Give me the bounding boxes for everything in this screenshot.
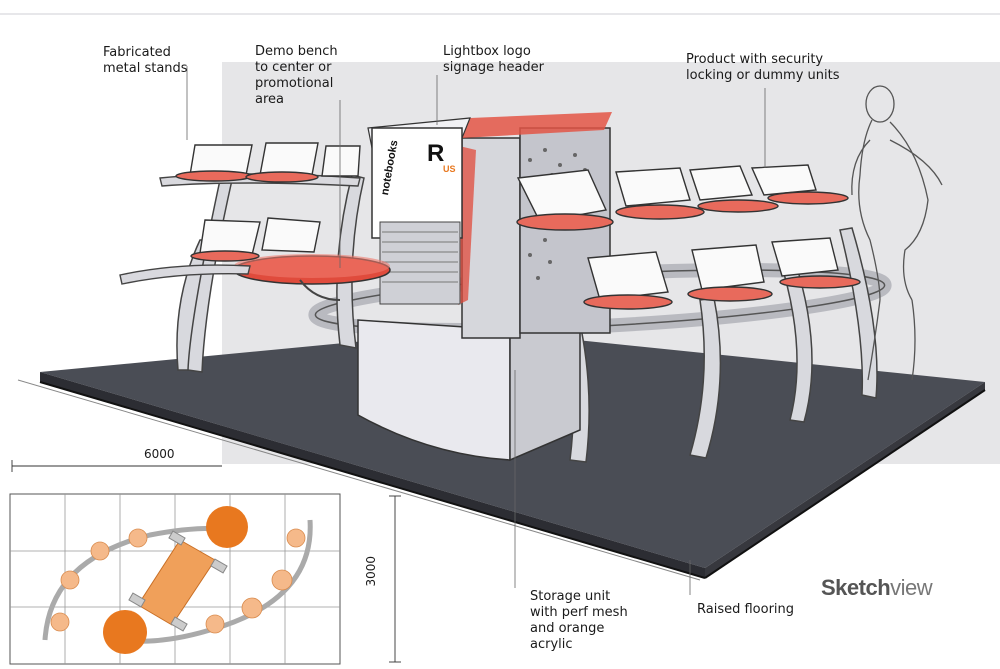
lightbox-logo: notebooks R US bbox=[377, 136, 459, 216]
laptop-unit bbox=[771, 237, 861, 289]
laptop-unit bbox=[516, 169, 614, 231]
laptop-unit bbox=[245, 142, 319, 183]
brand-light: view bbox=[890, 575, 933, 600]
storage-unit bbox=[357, 112, 612, 462]
label-lightbox: Lightbox logo signage header bbox=[443, 44, 545, 75]
lightbox-sign bbox=[371, 127, 463, 239]
laptop-unit bbox=[261, 217, 321, 253]
logo-mark: R bbox=[427, 140, 445, 167]
laptop-unit bbox=[689, 165, 779, 213]
logo-text: notebooks bbox=[379, 139, 401, 197]
label-metal-stands: Fabricated metal stands bbox=[103, 45, 188, 76]
plan-bench bbox=[128, 530, 228, 632]
brand-bold: Sketch bbox=[821, 575, 891, 600]
laptop-unit bbox=[750, 164, 849, 205]
floor-plan-inset bbox=[9, 493, 341, 665]
stand-legs bbox=[176, 174, 878, 463]
label-product-security: Product with security locking or dummy u… bbox=[686, 52, 840, 83]
laptop-displays bbox=[175, 142, 861, 310]
dimension-depth-label: 3000 bbox=[364, 556, 378, 587]
laptop-unit bbox=[190, 219, 261, 262]
demo-bench bbox=[233, 254, 391, 301]
label-raised-flooring: Raised flooring bbox=[697, 602, 795, 617]
laptop-unit bbox=[321, 145, 361, 177]
leader-lines bbox=[186, 66, 766, 595]
laptop-unit bbox=[175, 144, 253, 182]
label-demo-bench: Demo bench to center or promotional area bbox=[255, 44, 338, 107]
laptop-unit bbox=[615, 167, 705, 220]
label-storage-unit: Storage unit with perf mesh and orange a… bbox=[530, 589, 628, 652]
dimension-width-label: 6000 bbox=[144, 447, 175, 461]
logo-suffix: US bbox=[443, 164, 456, 174]
sketchview-logo: Sketchview bbox=[821, 575, 933, 601]
laptop-unit bbox=[583, 251, 673, 310]
dimension-markers bbox=[11, 460, 401, 663]
laptop-unit bbox=[687, 244, 773, 302]
human-figure bbox=[851, 85, 943, 381]
